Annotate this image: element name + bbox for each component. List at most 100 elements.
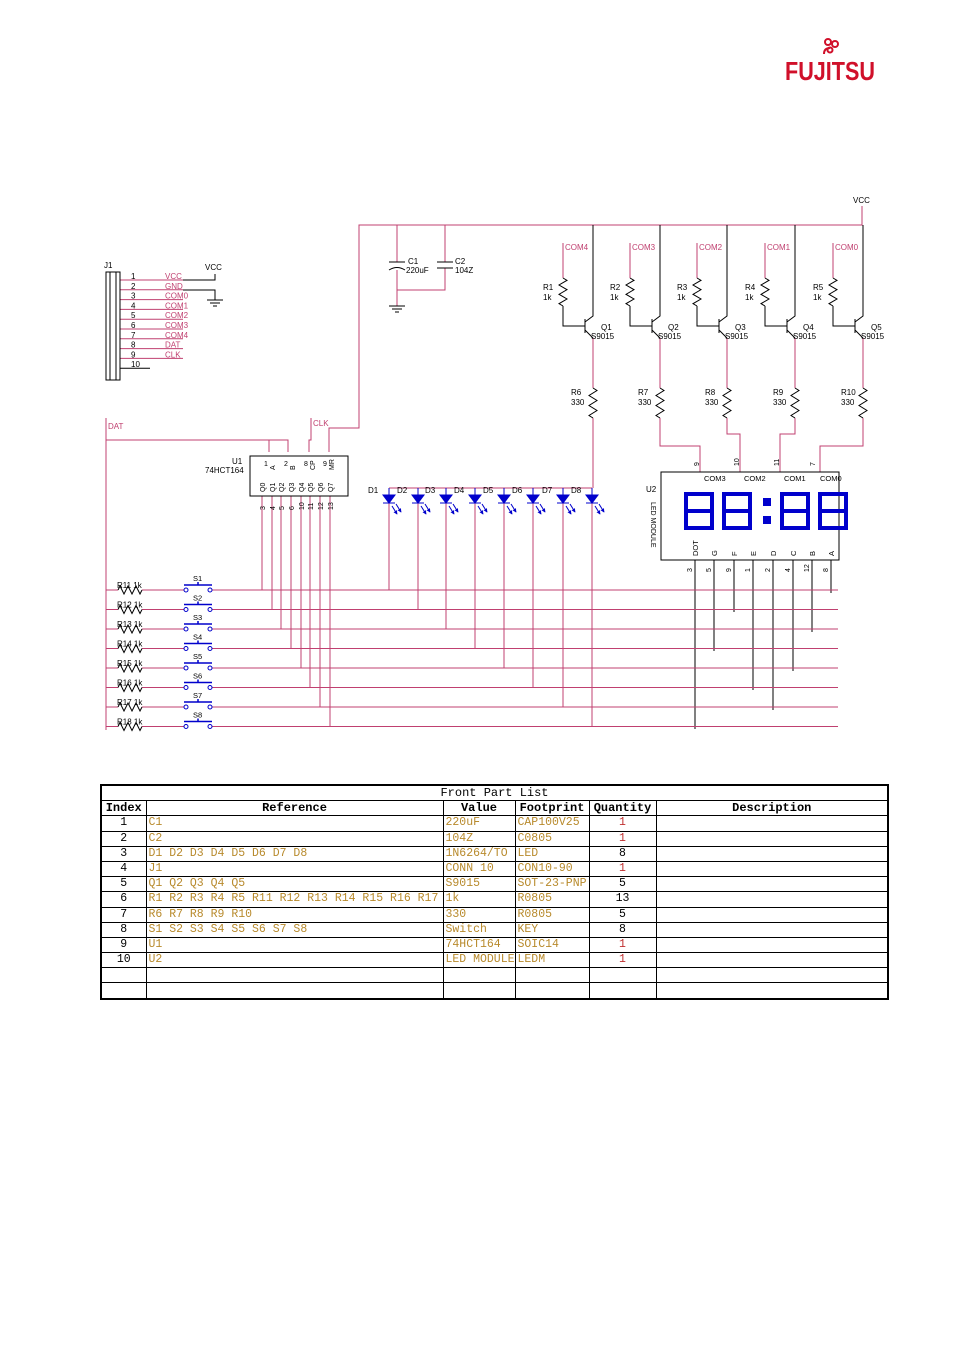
col-header: Reference <box>145 800 444 817</box>
transistor <box>651 225 661 339</box>
led-diode <box>411 494 425 504</box>
transistor <box>584 225 594 339</box>
pin-name: Q7 <box>328 483 335 492</box>
table-cell: C2 <box>145 830 444 847</box>
j1-pin-number: 5 <box>131 311 136 320</box>
j1-pin-number: 3 <box>131 292 136 301</box>
pin-name: Q2 <box>279 483 286 492</box>
switch-contact <box>183 626 189 632</box>
wire <box>629 306 652 327</box>
j1-net-label: COM0 <box>165 292 189 301</box>
logo-text: FUJITSU <box>785 56 875 86</box>
resistor <box>117 701 143 713</box>
u2-seg-label: A <box>827 551 836 556</box>
pin-number: 3 <box>687 568 694 572</box>
switch-contact <box>207 587 213 593</box>
transistor-ref: Q3 <box>735 323 746 332</box>
switch-ref: S6 <box>193 672 202 681</box>
led-arrow <box>510 503 517 513</box>
led-arrow <box>448 505 455 515</box>
table-cell <box>145 967 444 984</box>
com-label: COM2 <box>699 243 723 252</box>
resistor-ref: R6 <box>571 388 582 397</box>
resistor-value: 330 <box>773 398 787 407</box>
table-cell <box>655 921 889 938</box>
pin-name: Q3 <box>289 483 296 492</box>
led-diode <box>556 494 570 504</box>
switch-resistor-label: R17 1k <box>117 698 143 707</box>
connector-j1 <box>105 271 121 381</box>
resistor <box>117 643 143 654</box>
table-cell: 1 <box>588 860 657 878</box>
resistor-ref: R4 <box>745 283 756 292</box>
resistor <box>117 584 143 596</box>
resistor <box>692 277 702 307</box>
dat-wire <box>105 418 289 452</box>
table-cell: 220uF <box>442 815 516 832</box>
table-cell <box>442 967 516 984</box>
resistor <box>588 387 598 419</box>
resistor <box>117 623 143 635</box>
resistor <box>828 277 838 307</box>
table-cell: LED MODULE <box>442 952 516 969</box>
switch-contact <box>183 607 189 612</box>
u2-com-label: COM2 <box>744 474 766 483</box>
led-diode <box>382 494 396 504</box>
switch-resistor-label: R18 1k <box>117 718 143 727</box>
pin-number: 2 <box>284 461 288 468</box>
pin-name: MR <box>329 459 336 470</box>
transistor <box>854 225 864 339</box>
resistor-ref: R5 <box>813 283 824 292</box>
switch-contact <box>183 685 189 690</box>
table-cell: 8 <box>100 921 147 938</box>
resistor-ref: R9 <box>773 388 784 397</box>
pin-number: 6 <box>289 506 296 510</box>
switch-actuator <box>184 699 212 703</box>
j1-net-label: COM2 <box>165 311 189 320</box>
resistor <box>558 277 568 307</box>
wire <box>832 306 855 327</box>
table-cell: C1 <box>145 815 444 832</box>
resistor-ref: R7 <box>638 388 649 397</box>
switch-contact <box>207 724 213 729</box>
transistor-ref: Q1 <box>601 323 612 332</box>
j1-net-label: COM1 <box>165 301 189 310</box>
col-header: Quantity <box>588 800 657 817</box>
switch-resistor-label: R14 1k <box>117 640 143 649</box>
resistor <box>117 604 143 615</box>
wire <box>397 268 446 291</box>
switch-resistor-label: R13 1k <box>117 620 143 629</box>
led-diode <box>497 494 511 504</box>
table-cell: 1N6264/TO <box>442 845 516 862</box>
pin-number: 9 <box>323 461 327 468</box>
resistor-ref: R3 <box>677 283 688 292</box>
pin-name: Q6 <box>318 483 325 492</box>
table-cell <box>655 982 889 1000</box>
led-arrow <box>565 505 572 515</box>
fujitsu-logo: FUJITSU <box>785 38 875 86</box>
table-cell: 8 <box>588 921 657 938</box>
table-cell: 7 <box>100 906 147 923</box>
switch-actuator <box>184 621 212 625</box>
table-cell: Q1 Q2 Q3 Q4 Q5 <box>145 876 444 893</box>
table-cell: 5 <box>100 876 147 893</box>
led-arrow <box>569 503 576 513</box>
table-cell: 9 <box>100 936 147 954</box>
u2-seg-label: DOT <box>691 540 700 556</box>
j1-pin-number: 8 <box>131 341 136 350</box>
table-cell <box>655 952 889 969</box>
table-cell: Switch <box>442 921 516 938</box>
resistor <box>625 277 635 307</box>
pin-number: 1 <box>264 461 268 468</box>
j1-pin-number: 10 <box>131 360 140 369</box>
table-cell: R0805 <box>514 891 590 908</box>
wire <box>183 274 216 281</box>
table-cell: 1 <box>588 952 657 969</box>
seven-segment-digit <box>818 492 848 530</box>
pin-number: 4 <box>270 506 277 510</box>
switch-contact <box>207 626 213 632</box>
